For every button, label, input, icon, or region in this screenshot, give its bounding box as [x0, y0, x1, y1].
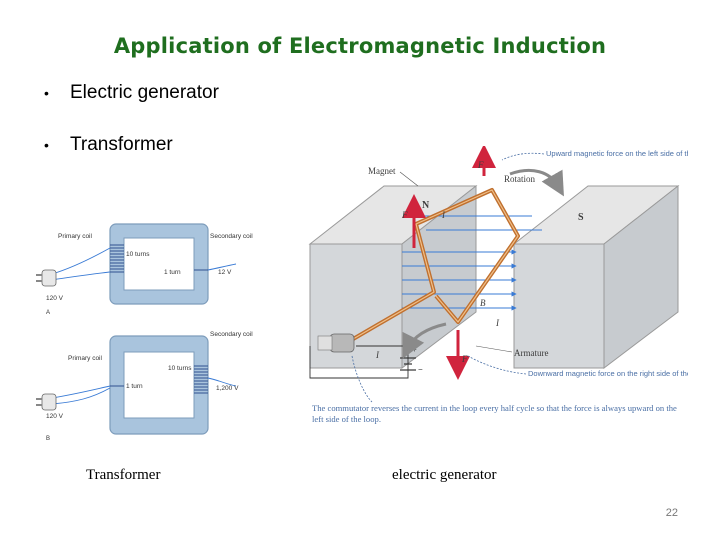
- transformer-caption: Transformer: [86, 467, 161, 483]
- armature-label: Armature: [514, 348, 548, 358]
- secondary-coil-label-b: Secondary coil: [210, 331, 253, 338]
- input-voltage-a: 120 V: [46, 295, 64, 302]
- commutator-note-text: The commutator reverses the current in t…: [312, 403, 677, 424]
- bullet-dot: •: [44, 136, 49, 153]
- bullet-item-transformer: • Transformer: [44, 134, 173, 156]
- panel-letter-b: B: [46, 436, 50, 442]
- primary-turns-b: 1 turn: [126, 383, 143, 390]
- transformer-diagram: Primary coil Secondary coil 10 turns 1 t…: [36, 223, 253, 442]
- generator-diagram: + − Magnet N S Rotation Armature F F F I…: [308, 146, 688, 403]
- primary-coil-label-a: Primary coil: [58, 233, 93, 240]
- output-voltage-a: 12 V: [218, 269, 232, 276]
- slide-title: Application of Electromagnetic Induction: [113, 34, 607, 58]
- output-voltage-b: 1,200 V: [216, 385, 239, 392]
- rotation-arrow-top: [509, 169, 564, 197]
- secondary-coil-label-a: Secondary coil: [210, 233, 253, 240]
- field-symbol: B: [480, 298, 486, 308]
- plug-b: [41, 393, 57, 411]
- transformer-b: Primary coil Secondary coil 10 turns 1 t…: [36, 331, 253, 442]
- bullet-text: Electric generator: [70, 82, 219, 103]
- input-voltage-b: 120 V: [46, 413, 64, 420]
- rotation-arrow-bottom: [402, 322, 447, 359]
- core-b-window: [123, 351, 195, 419]
- primary-turns-a: 10 turns: [126, 251, 150, 258]
- page-number: 22: [665, 507, 678, 519]
- bullet-dot: •: [44, 84, 49, 101]
- current-symbol-circuit: I: [375, 350, 380, 360]
- external-circuit: [309, 345, 409, 379]
- force-symbol-left: F: [401, 210, 408, 220]
- primary-coil-label-b: Primary coil: [68, 355, 103, 362]
- downward-force-note: Downward magnetic force on the right sid…: [528, 369, 688, 378]
- core-a-window: [123, 237, 195, 291]
- plug-a: [41, 269, 57, 287]
- magnet-label: Magnet: [368, 166, 396, 176]
- commutator-note: The commutator reverses the current in t…: [312, 403, 684, 425]
- magnet-south: [512, 184, 680, 370]
- rotation-label: Rotation: [504, 174, 535, 184]
- secondary-turns-a: 1 turn: [164, 269, 181, 276]
- generator-caption: electric generator: [392, 467, 497, 483]
- commutator: [317, 333, 355, 353]
- upward-force-note: Upward magnetic force on the left side o…: [546, 149, 688, 158]
- secondary-turns-b: 10 turns: [168, 365, 192, 372]
- bullet-item-generator: • Electric generator: [44, 82, 219, 104]
- force-symbol-top: F: [477, 160, 484, 170]
- transformer-a: Primary coil Secondary coil 10 turns 1 t…: [36, 223, 253, 316]
- current-symbol-top: I: [441, 210, 446, 220]
- battery-minus: −: [418, 365, 423, 374]
- current-symbol-right: I: [495, 318, 500, 328]
- panel-letter-a: A: [46, 310, 50, 316]
- south-label: S: [578, 212, 584, 223]
- battery-plus: +: [412, 345, 417, 354]
- bullet-text: Transformer: [70, 134, 173, 155]
- north-label: N: [422, 200, 430, 211]
- force-symbol-bottom: F: [461, 354, 468, 364]
- upward-force-note-text: Upward magnetic force on the left side o…: [546, 149, 688, 158]
